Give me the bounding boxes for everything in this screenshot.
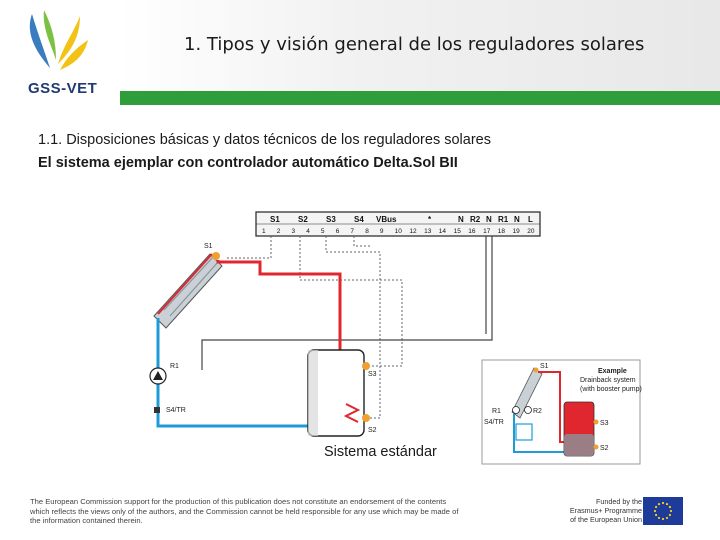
label-s1: S1: [204, 243, 213, 250]
terminal-label-s1: S1: [270, 215, 280, 224]
terminal-number: 14: [439, 228, 447, 235]
erasmus-line-2: Erasmus+ Programme: [569, 506, 642, 515]
drainback-inset: Example Drainback system (with booster p…: [481, 359, 642, 465]
section-heading: El sistema ejemplar con controlador auto…: [38, 155, 458, 171]
eu-star-icon: [657, 516, 661, 520]
eu-star-icon: [661, 501, 665, 505]
terminal-number: 10: [395, 228, 403, 235]
terminal-number: 5: [321, 228, 325, 235]
header-background: [120, 0, 720, 92]
terminal-label-vbus: VBus: [376, 215, 397, 224]
terminal-number: 13: [424, 228, 432, 235]
inset-label-s1: S1: [540, 363, 549, 370]
tank-heat-exchanger: [343, 403, 361, 423]
erasmus-line-1: Funded by the: [596, 497, 642, 506]
terminal-number: 16: [468, 228, 476, 235]
inset-title-line1: Example: [598, 368, 627, 375]
solar-collector: [153, 253, 223, 329]
terminal-number: 8: [365, 228, 369, 235]
logo-text: GSS-VET: [28, 80, 98, 97]
terminal-number: 15: [454, 228, 462, 235]
page-title: 1. Tipos y visión general de los regulad…: [184, 34, 645, 55]
terminal-number: 7: [350, 228, 354, 235]
sensor-s4-icon: [154, 407, 160, 413]
inset-label-s2: S2: [600, 445, 609, 452]
inset-label-s3: S3: [600, 420, 609, 427]
eu-flag-icon: [643, 497, 683, 525]
terminal-number: 17: [483, 228, 491, 235]
terminal-number: 12: [409, 228, 417, 235]
erasmus-funding-text: Funded by the Erasmus+ Programme of the …: [560, 497, 642, 524]
section-subtitle: 1.1. Disposiciones básicas y datos técni…: [38, 132, 491, 148]
terminal-label-n2: N: [486, 215, 492, 224]
terminal-label-r1: R1: [498, 215, 509, 224]
label-s2: S2: [368, 427, 377, 434]
pump-wiring: [201, 236, 493, 370]
terminal-number: 19: [513, 228, 521, 235]
terminal-label-s4: S4: [354, 215, 364, 224]
eu-star-icon: [657, 502, 661, 506]
sensor-s2-icon: [362, 414, 370, 422]
terminal-label-s3: S3: [326, 215, 336, 224]
sensor-s3-icon: [362, 362, 370, 370]
sensor-wiring: [226, 236, 403, 419]
inset-label-r1: R1: [492, 408, 501, 415]
terminal-group-labels: S1 S2 S3 S4 VBus * N R2 N R1 N L: [270, 215, 533, 224]
eu-star-icon: [668, 513, 672, 517]
terminal-number: 20: [527, 228, 535, 235]
diagram-caption: Sistema estándar: [324, 444, 437, 460]
terminal-number: 3: [292, 228, 296, 235]
terminal-number: 1: [262, 228, 266, 235]
terminal-label-r2: R2: [470, 215, 481, 224]
eu-star-icon: [661, 517, 665, 521]
terminal-number: 18: [498, 228, 506, 235]
label-r1: R1: [170, 363, 179, 370]
terminal-number: 6: [336, 228, 340, 235]
terminal-label-l: L: [528, 215, 533, 224]
eu-star-icon: [669, 509, 673, 513]
eu-star-icon: [665, 502, 669, 506]
inset-title-line2: Drainback system: [580, 377, 636, 384]
gss-vet-logo-icon: [29, 10, 88, 70]
inset-label-s4tr: S4/TR: [484, 419, 504, 426]
eu-star-icon: [654, 513, 658, 517]
label-s3: S3: [368, 371, 377, 378]
terminal-label-s2: S2: [298, 215, 308, 224]
sensor-s1-icon: [212, 252, 220, 260]
eu-star-icon: [668, 505, 672, 509]
terminal-label-n1: N: [458, 215, 464, 224]
inset-label-r2: R2: [533, 408, 542, 415]
terminal-label-n3: N: [514, 215, 520, 224]
terminal-label-star: *: [428, 215, 432, 224]
terminal-number: 9: [380, 228, 384, 235]
label-s4tr: S4/TR: [166, 407, 186, 414]
eu-disclaimer: The European Commission support for the …: [30, 497, 459, 526]
pump-r1-icon: [149, 367, 167, 385]
terminal-number: 4: [306, 228, 310, 235]
inset-title-line3: (with booster pump): [580, 386, 642, 393]
eu-star-icon: [665, 516, 669, 520]
terminal-number: 2: [277, 228, 281, 235]
header-green-bar: [120, 91, 720, 105]
eu-star-icon: [653, 509, 657, 513]
erasmus-line-3: of the European Union: [570, 515, 642, 524]
eu-star-icon: [654, 505, 658, 509]
